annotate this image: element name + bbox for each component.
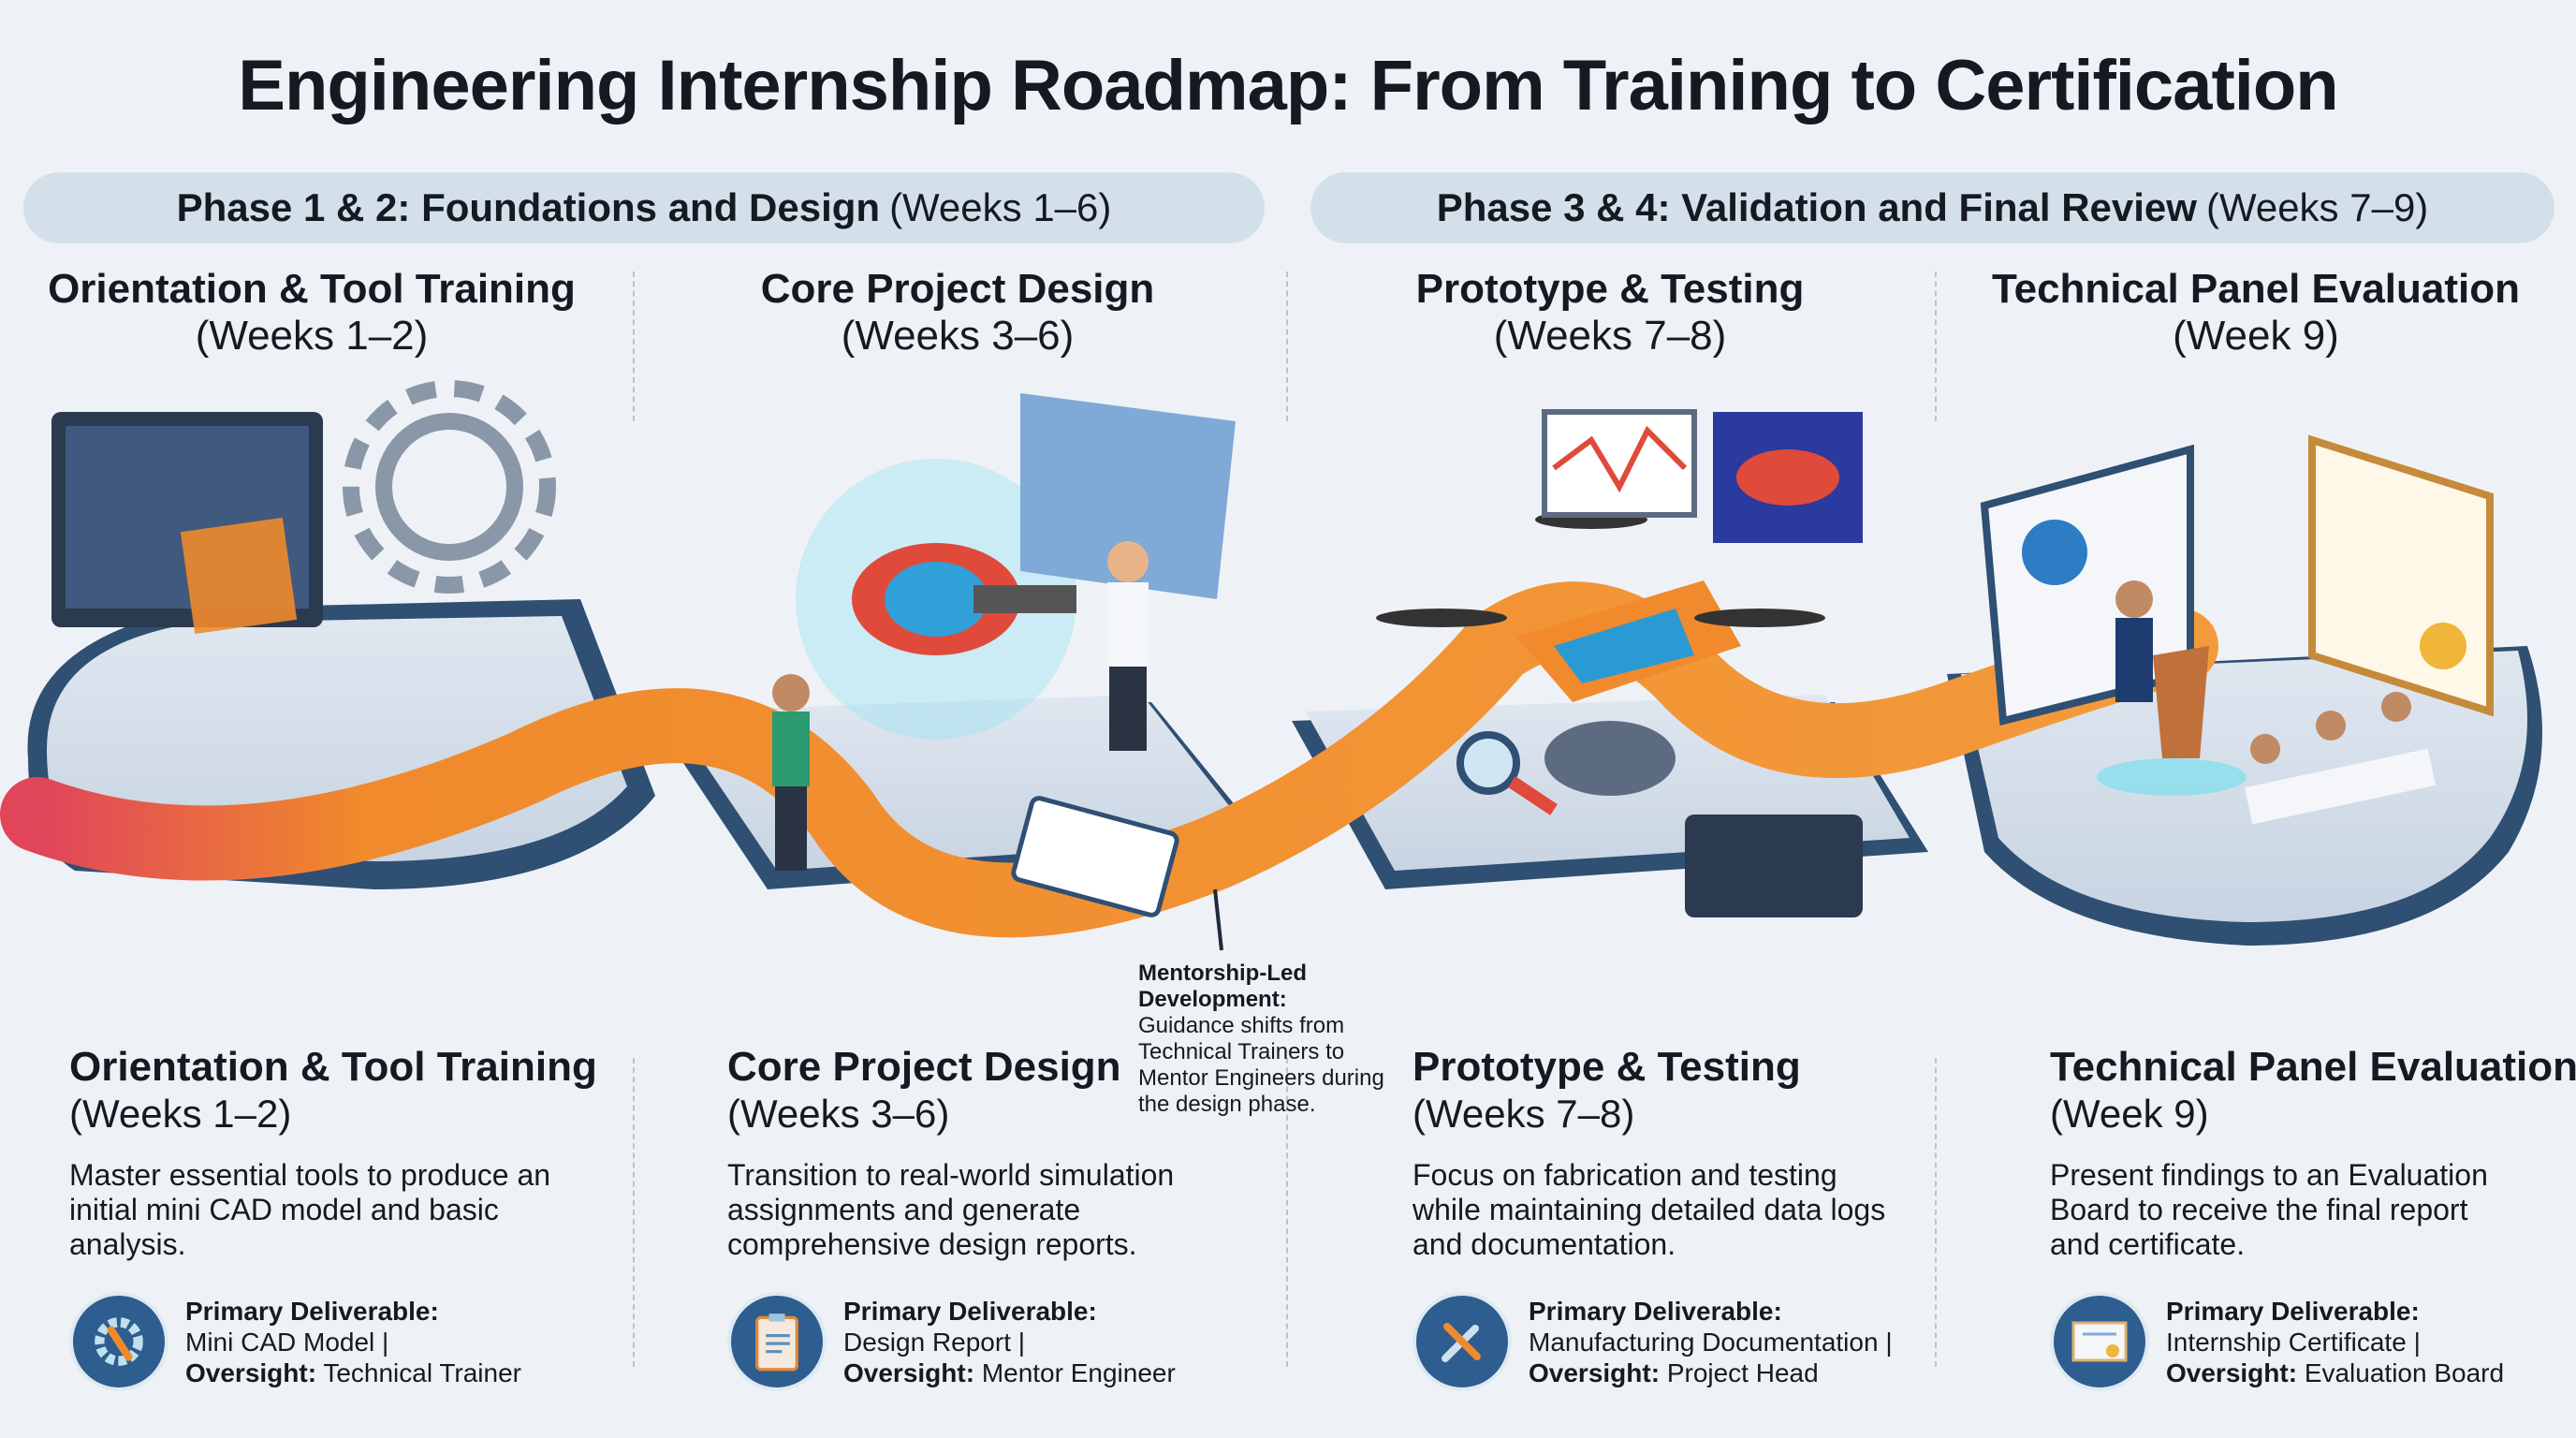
phase-weeks: (Weeks 7–9)	[2205, 185, 2429, 229]
presenter-podium-icon	[2097, 580, 2247, 796]
blueprint-screen-icon	[1020, 393, 1236, 599]
deliverable-label: Primary Deliverable:	[2166, 1296, 2420, 1326]
column-header-evaluation: Technical Panel Evaluation(Week 9)	[1956, 266, 2555, 360]
divider	[633, 271, 635, 421]
stage-weeks: (Weeks 7–8)	[1412, 1092, 1635, 1136]
note-pointer	[1213, 888, 1223, 951]
stage-title: Prototype & Testing	[1415, 266, 1805, 312]
deliverable: Primary Deliverable:Mini CAD Model |Over…	[69, 1292, 521, 1391]
stage-weeks: (Weeks 7–8)	[1493, 313, 1727, 359]
oversight-label: Oversight:	[843, 1357, 975, 1387]
phase-banner-3-4: Phase 3 & 4: Validation and Final Review…	[1310, 172, 2554, 243]
divider	[1935, 271, 1937, 421]
magnifier-icon	[1456, 731, 1558, 815]
stage-card-design: Core Project Design (Weeks 3–6) Transiti…	[727, 1044, 1326, 1391]
stage-title: Core Project Design	[760, 266, 1155, 312]
stage-weeks: (Weeks 3–6)	[727, 1092, 950, 1136]
stage-title: Orientation & Tool Training	[69, 1044, 597, 1090]
stage-weeks: (Weeks 1–2)	[69, 1092, 292, 1136]
gear-icon	[343, 380, 556, 594]
stage-title: Technical Panel Evaluation	[2050, 1044, 2576, 1090]
heatmap-screen-icon	[1713, 412, 1863, 543]
stage-weeks: (Week 9)	[2173, 313, 2339, 359]
note-text: Guidance shifts from Technical Trainers …	[1138, 1013, 1384, 1117]
stage-description: Present findings to an Evaluation Board …	[2050, 1158, 2488, 1261]
stage-card-evaluation: Technical Panel Evaluation (Week 9) Pres…	[2050, 1044, 2576, 1391]
stage-title: Technical Panel Evaluation	[1991, 266, 2521, 312]
stage-card-orientation: Orientation & Tool Training (Weeks 1–2) …	[69, 1044, 668, 1391]
gear-wrench-icon	[69, 1292, 168, 1391]
computer-monitor-icon	[51, 412, 323, 635]
tablet-icon	[1685, 814, 1863, 917]
oversight-label: Oversight:	[1529, 1357, 1661, 1387]
oversight-value: Project Head	[1666, 1357, 1819, 1387]
column-header-design: Core Project Design(Weeks 3–6)	[658, 266, 1257, 360]
divider	[1286, 271, 1288, 421]
phase-label: Phase 1 & 2: Foundations and Design	[176, 185, 881, 229]
intern-figure-icon	[772, 674, 810, 871]
deliverable: Primary Deliverable:Manufacturing Docume…	[1412, 1292, 1893, 1391]
oversight-value: Mentor Engineer	[981, 1357, 1176, 1387]
certificate-icon	[2050, 1292, 2149, 1391]
deliverable-value: Manufacturing Documentation |	[1529, 1327, 1893, 1357]
hologram-turbine-icon	[796, 459, 1076, 740]
stage-weeks: (Weeks 1–2)	[195, 313, 429, 359]
deliverable-label: Primary Deliverable:	[843, 1296, 1097, 1326]
engineer-figure-icon	[1107, 541, 1149, 751]
certificate-icon	[2308, 434, 2494, 717]
stage-description: Focus on fabrication and testing while m…	[1412, 1158, 1886, 1261]
note-title: Mentorship-Led Development:	[1138, 961, 1307, 1012]
divider	[1935, 1058, 1937, 1367]
stage-description: Master essential tools to produce an ini…	[69, 1158, 551, 1261]
deliverable-value: Mini CAD Model |	[185, 1327, 389, 1357]
phase-banner-1-2: Phase 1 & 2: Foundations and Design (Wee…	[23, 172, 1265, 243]
deliverable-label: Primary Deliverable:	[185, 1296, 439, 1326]
column-header-prototype: Prototype & Testing(Weeks 7–8)	[1310, 266, 1910, 360]
phase-weeks: (Weeks 1–6)	[889, 185, 1112, 229]
stage-title: Core Project Design	[727, 1044, 1121, 1090]
clipboard-icon	[727, 1292, 827, 1391]
phase-label: Phase 3 & 4: Validation and Final Review	[1436, 185, 2197, 229]
roadmap-illustration	[0, 380, 2542, 951]
deliverable-label: Primary Deliverable:	[1529, 1296, 1782, 1326]
deliverable-value: Internship Certificate |	[2166, 1327, 2421, 1357]
tools-icon	[1412, 1292, 1512, 1391]
stage-weeks: (Weeks 3–6)	[841, 313, 1075, 359]
deliverable: Primary Deliverable:Design Report |Overs…	[727, 1292, 1176, 1391]
stage-title: Prototype & Testing	[1412, 1044, 1801, 1090]
oversight-label: Oversight:	[185, 1357, 317, 1387]
stage-description: Transition to real-world simulation assi…	[727, 1158, 1175, 1261]
stage-weeks: (Week 9)	[2050, 1092, 2209, 1136]
column-header-orientation: Orientation & Tool Training(Weeks 1–2)	[12, 266, 611, 360]
page-title: Engineering Internship Roadmap: From Tra…	[238, 46, 2338, 125]
oversight-value: Evaluation Board	[2304, 1357, 2505, 1387]
roadmap-path	[0, 581, 2218, 938]
evaluation-board-icon	[2245, 692, 2436, 825]
clipboard-icon	[1011, 796, 1179, 917]
stage-title: Orientation & Tool Training	[48, 266, 576, 312]
stage-card-prototype: Prototype & Testing (Weeks 7–8) Focus on…	[1412, 1044, 2012, 1391]
divider	[1286, 1058, 1288, 1367]
deliverable-value: Design Report |	[843, 1327, 1026, 1357]
oversight-value: Technical Trainer	[323, 1357, 521, 1387]
oversight-label: Oversight:	[2166, 1357, 2298, 1387]
deliverable: Primary Deliverable:Internship Certifica…	[2050, 1292, 2504, 1391]
mentorship-note: Mentorship-Led Development: Guidance shi…	[1138, 961, 1400, 1118]
divider	[633, 1058, 635, 1367]
chart-screen-icon	[1542, 409, 1697, 518]
